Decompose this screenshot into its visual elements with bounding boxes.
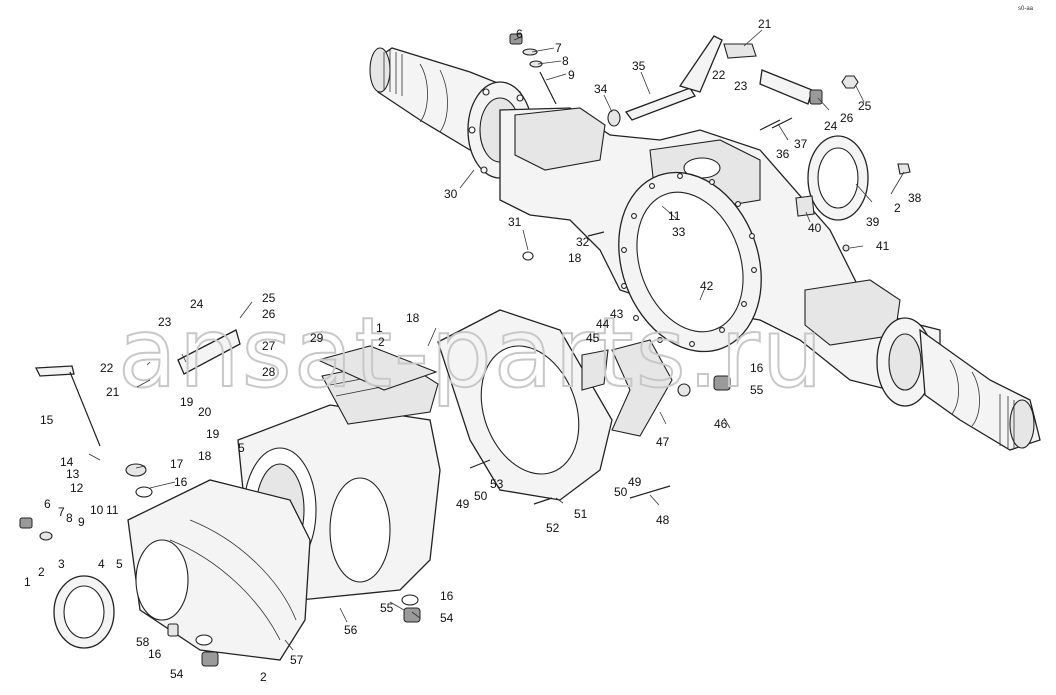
callout-54-low: 54	[440, 611, 454, 625]
callout-12: 12	[70, 481, 84, 495]
callout-25-left: 25	[262, 291, 276, 305]
final-drive-carrier	[19, 329, 441, 667]
callout-55-right: 55	[750, 383, 764, 397]
callout-50-a: 50	[474, 489, 488, 503]
callout-50-b: 50	[614, 485, 628, 499]
callout-43: 43	[610, 307, 624, 321]
callout-16-right: 16	[750, 361, 764, 375]
callout-8-low: 8	[66, 511, 73, 525]
callout-39: 39	[866, 215, 880, 229]
callout-3: 3	[58, 557, 65, 571]
callout-37: 37	[794, 137, 808, 151]
callout-8-top: 8	[562, 54, 569, 68]
callout-18-mid: 18	[406, 311, 420, 325]
callout-42: 42	[700, 279, 714, 293]
callout-16-bottom: 16	[148, 647, 162, 661]
callout-6-top: 6	[516, 27, 523, 41]
callout-55-low: 55	[380, 601, 394, 615]
callout-23-left: 23	[158, 315, 172, 329]
spacer-and-caps	[437, 309, 731, 505]
callout-9-top: 9	[568, 68, 575, 82]
callout-16-left: 16	[174, 475, 188, 489]
callout-38: 38	[908, 191, 922, 205]
callout-26-left: 26	[262, 307, 276, 321]
callout-58: 58	[136, 635, 150, 649]
callout-56: 56	[344, 623, 358, 637]
callout-4: 4	[98, 557, 105, 571]
callout-5-mid: 5	[238, 441, 245, 455]
callout-52: 52	[546, 521, 560, 535]
callout-44: 44	[596, 317, 610, 331]
callout-21-left: 21	[106, 385, 120, 399]
callout-18-low: 18	[198, 449, 212, 463]
callout-24-left: 24	[190, 297, 204, 311]
callout-47: 47	[656, 435, 670, 449]
callout-labels: 6 7 8 9 35 21 22 23 34 25 24 26 37 36 30…	[24, 17, 922, 684]
callout-17: 17	[170, 457, 184, 471]
callout-36: 36	[776, 147, 790, 161]
callout-15: 15	[40, 413, 54, 427]
callout-32: 32	[576, 235, 590, 249]
callout-9-low: 9	[78, 515, 85, 529]
callout-49-a: 49	[456, 497, 470, 511]
callout-34: 34	[594, 82, 608, 96]
axle-housing	[369, 47, 1041, 451]
callout-24-top: 24	[824, 119, 838, 133]
callout-46: 46	[714, 417, 728, 431]
callout-22-left: 22	[100, 361, 114, 375]
callout-35: 35	[632, 59, 646, 73]
callout-27: 27	[262, 339, 276, 353]
callout-23-top: 23	[734, 79, 748, 93]
callout-16-low: 16	[440, 589, 454, 603]
corner-mark: s0-aa	[1018, 6, 1034, 12]
callout-54-bottom: 54	[170, 667, 184, 681]
callout-19-b: 19	[206, 427, 220, 441]
callout-7-low: 7	[58, 505, 65, 519]
watermark: ansat-parts.ru	[118, 297, 825, 409]
callout-51: 51	[574, 507, 588, 521]
callout-11-low: 11	[106, 503, 119, 517]
callout-7-top: 7	[555, 41, 562, 55]
callout-57: 57	[290, 653, 304, 667]
callout-2-top: 2	[894, 201, 901, 215]
callout-20: 20	[198, 405, 212, 419]
callout-28: 28	[262, 365, 276, 379]
callout-26-top: 26	[840, 111, 854, 125]
callout-14: 14	[60, 455, 74, 469]
callout-45: 45	[586, 331, 600, 345]
upper-small-parts	[509, 33, 911, 261]
banjo-bolt-holes	[621, 173, 757, 347]
callout-13: 13	[66, 467, 80, 481]
callout-22-top: 22	[712, 68, 726, 82]
callout-6-low: 6	[44, 497, 51, 511]
callout-11-top: 11	[668, 209, 681, 223]
callout-18-top: 18	[568, 251, 582, 265]
callout-49-b: 49	[628, 475, 642, 489]
callout-5-low: 5	[116, 557, 123, 571]
leader-lines	[88, 29, 905, 651]
callout-48: 48	[656, 513, 670, 527]
callout-10: 10	[90, 503, 104, 517]
callout-29: 29	[310, 331, 324, 345]
callout-2-mid: 2	[378, 335, 385, 349]
callout-25-top: 25	[858, 99, 872, 113]
callout-19-a: 19	[180, 395, 194, 409]
callout-2-low: 2	[38, 565, 45, 579]
callout-1-low: 1	[24, 575, 31, 589]
callout-2-bottom: 2	[260, 670, 267, 684]
callout-30: 30	[444, 187, 458, 201]
callout-53: 53	[490, 477, 504, 491]
callout-33: 33	[672, 225, 686, 239]
callout-40: 40	[808, 221, 822, 235]
callout-21-top: 21	[758, 17, 772, 31]
callout-41: 41	[876, 239, 890, 253]
callout-1-mid: 1	[376, 321, 383, 335]
callout-31: 31	[508, 215, 522, 229]
